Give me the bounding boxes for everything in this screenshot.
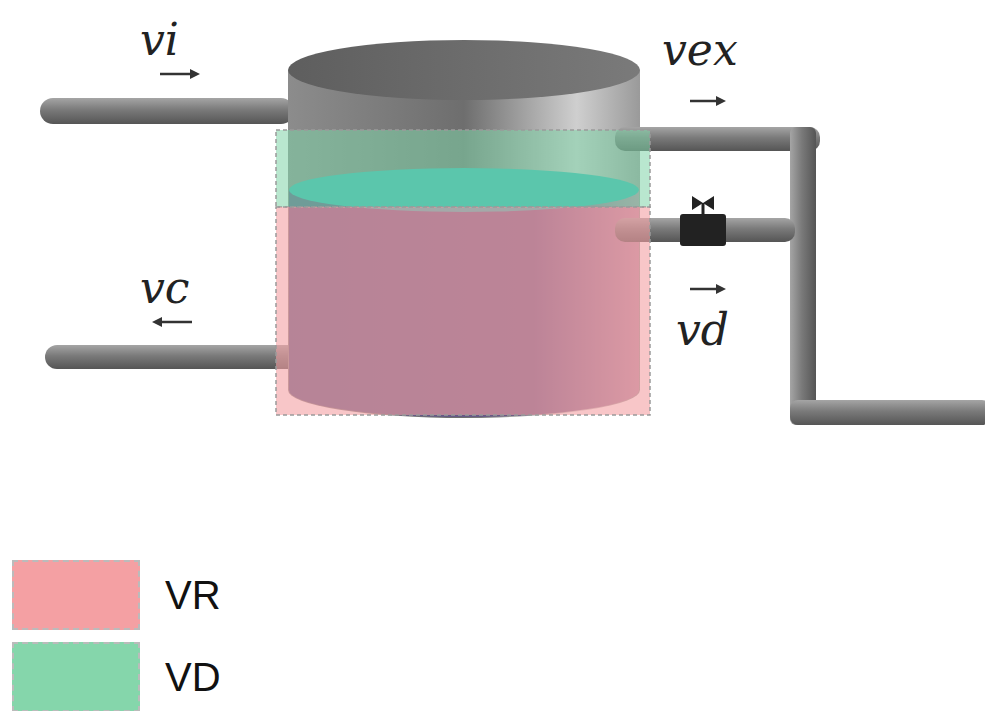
flow-label: vi	[140, 18, 179, 62]
flow-label: vc	[140, 266, 190, 310]
legend-swatch	[12, 560, 140, 630]
drain-pipe	[790, 400, 985, 425]
inlet-pipe	[40, 98, 294, 124]
outlet-pipe	[45, 345, 303, 369]
legend-text: VR	[165, 575, 221, 615]
valve-stem	[702, 203, 705, 214]
drain-riser	[790, 127, 816, 425]
legend-swatch	[12, 642, 140, 711]
flow-arrows	[152, 69, 726, 327]
flow-label: vd	[676, 308, 729, 352]
vd-region	[276, 130, 650, 207]
valve-handle	[692, 196, 714, 210]
vr-region	[276, 207, 650, 415]
legend-text: VD	[165, 657, 221, 697]
flow-label: vex	[662, 28, 738, 72]
tank-top	[288, 40, 640, 100]
valve-body	[680, 214, 726, 246]
